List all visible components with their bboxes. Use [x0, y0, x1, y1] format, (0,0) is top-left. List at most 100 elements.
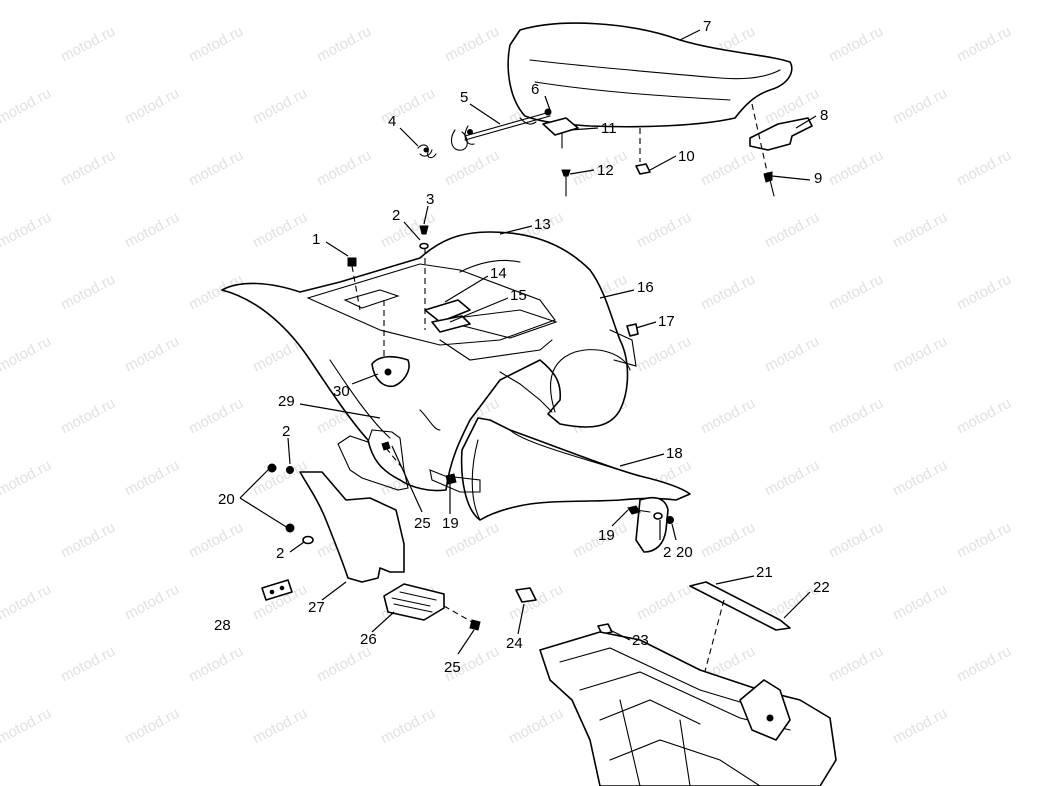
callout-3: 3: [426, 191, 434, 208]
callout-2-right: 2: [663, 544, 671, 561]
watermark-text: motod.ru: [0, 705, 54, 748]
watermark-text: motod.ru: [954, 271, 1014, 314]
callout-19-left: 19: [442, 515, 459, 532]
part-mud-flap: [299, 471, 405, 583]
callout-22: 22: [813, 579, 830, 596]
part-fasteners-19: [445, 473, 674, 524]
part-spring: [417, 144, 437, 159]
part-fasteners-left: [267, 463, 314, 545]
watermark-text: motod.ru: [826, 23, 886, 66]
part-seat: [507, 22, 793, 128]
part-screw-12: [561, 169, 571, 197]
watermark-text: motod.ru: [122, 705, 182, 748]
part-rear-fender: [221, 231, 637, 492]
callout-17: 17: [658, 313, 675, 330]
watermark-text: motod.ru: [0, 0, 54, 4]
callout-20-right: 20: [676, 544, 693, 561]
callout-13: 13: [534, 216, 551, 233]
callout-5: 5: [460, 89, 468, 106]
watermark-text: motod.ru: [378, 705, 438, 748]
watermark-text: motod.ru: [314, 147, 374, 190]
watermark-text: motod.ru: [58, 271, 118, 314]
callout-27: 27: [308, 599, 325, 616]
watermark-text: motod.ru: [698, 519, 758, 562]
part-step-26: [383, 583, 481, 631]
watermark-text: motod.ru: [0, 209, 54, 252]
watermark-text: motod.ru: [826, 643, 886, 686]
watermark-text: motod.ru: [634, 581, 694, 624]
part-bolt-17: [626, 323, 639, 337]
callout-21: 21: [756, 564, 773, 581]
watermark-text: motod.ru: [698, 271, 758, 314]
callout-23: 23: [632, 632, 649, 649]
part-nut-10: [635, 128, 651, 175]
watermark-text: motod.ru: [250, 0, 310, 4]
watermark-text: motod.ru: [762, 333, 822, 376]
part-latch-plate: [542, 117, 579, 149]
watermark-text: motod.ru: [890, 705, 950, 748]
watermark-text: motod.ru: [762, 209, 822, 252]
callout-18: 18: [666, 445, 683, 462]
watermark-text: motod.ru: [122, 85, 182, 128]
callout-2-left-upper: 2: [282, 423, 290, 440]
callout-25-upper: 25: [414, 515, 431, 532]
watermark-text: motod.ru: [0, 457, 54, 500]
watermark-text: motod.ru: [378, 0, 438, 4]
callout-24: 24: [506, 635, 523, 652]
watermark-text: motod.ru: [122, 581, 182, 624]
watermark-text: motod.ru: [954, 519, 1014, 562]
callout-7: 7: [703, 18, 711, 35]
watermark-text: motod.ru: [378, 85, 438, 128]
watermark-text: motod.ru: [58, 23, 118, 66]
watermark-text: motod.ru: [0, 581, 54, 624]
watermark-text: motod.ru: [954, 23, 1014, 66]
callout-4: 4: [388, 113, 396, 130]
watermark-text: motod.ru: [826, 147, 886, 190]
watermark-text: motod.ru: [634, 209, 694, 252]
leader-lines: [239, 29, 817, 655]
watermark-text: motod.ru: [890, 85, 950, 128]
watermark-text: motod.ru: [58, 395, 118, 438]
callout-26: 26: [360, 631, 377, 648]
watermark-text: motod.ru: [954, 147, 1014, 190]
part-screw-9: [763, 171, 775, 197]
callout-30: 30: [333, 383, 350, 400]
watermark-text: motod.ru: [58, 147, 118, 190]
callout-1: 1: [312, 231, 320, 248]
watermark-text: motod.ru: [698, 395, 758, 438]
watermark-text: motod.ru: [954, 395, 1014, 438]
watermark-text: motod.ru: [826, 271, 886, 314]
callout-14: 14: [490, 265, 507, 282]
watermark-text: motod.ru: [442, 23, 502, 66]
watermark-text: motod.ru: [186, 395, 246, 438]
callout-6: 6: [531, 81, 539, 98]
watermark-text: motod.ru: [634, 0, 694, 4]
watermark-text: motod.ru: [186, 519, 246, 562]
watermark-text: motod.ru: [890, 333, 950, 376]
callout-9: 9: [814, 170, 822, 187]
watermark-text: motod.ru: [250, 209, 310, 252]
watermark-text: motod.ru: [0, 85, 54, 128]
part-bracket-28: [261, 579, 293, 601]
watermark-text: motod.ru: [442, 147, 502, 190]
watermark-text: motod.ru: [378, 209, 438, 252]
watermark-text: motod.ru: [698, 147, 758, 190]
watermark-text: motod.ru: [890, 0, 950, 4]
watermark-text: motod.ru: [186, 147, 246, 190]
callout-19-right: 19: [598, 527, 615, 544]
part-block-24: [515, 587, 537, 603]
watermark-text: motod.ru: [250, 457, 310, 500]
watermark-text: motod.ru: [314, 23, 374, 66]
part-plates-14-15: [424, 248, 471, 333]
callout-8: 8: [820, 107, 828, 124]
watermark-text: motod.ru: [122, 333, 182, 376]
part-support-21: [689, 581, 791, 691]
part-frame: [539, 631, 837, 786]
part-latch-rod: [450, 108, 552, 151]
callout-10: 10: [678, 148, 695, 165]
watermark-text: motod.ru: [314, 643, 374, 686]
watermark-text: motod.ru: [122, 457, 182, 500]
watermark-text: motod.ru: [890, 457, 950, 500]
watermark-text: motod.ru: [250, 85, 310, 128]
callout-20-left: 20: [218, 491, 235, 508]
